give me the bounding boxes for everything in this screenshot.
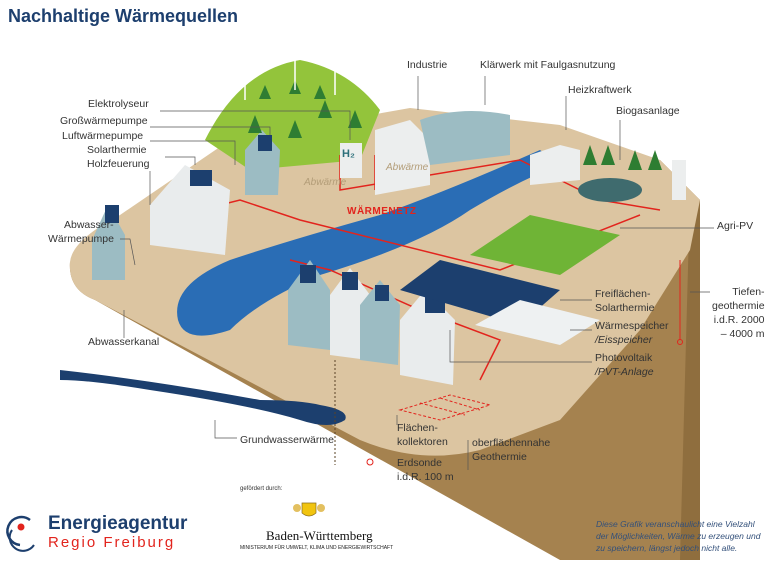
label-pv-1: Photovoltaik: [595, 352, 653, 364]
label-industrie: Industrie: [407, 59, 448, 71]
label-erdsonde-2: i.d.R. 100 m: [397, 471, 454, 483]
river: [177, 150, 560, 336]
label-abwasser-wp-2: Wärmepumpe: [48, 233, 114, 245]
ministerium-text: MINISTERIUM FÜR UMWELT, KLIMA UND ENERGI…: [240, 545, 394, 551]
label-abwasserkanal: Abwasserkanal: [88, 336, 160, 348]
note-line-1: Diese Grafik veranschaulicht eine Vielza…: [596, 519, 755, 529]
collector-grid: [398, 394, 492, 421]
baden-wuerttemberg-logo: Baden-Württemberg: [266, 528, 373, 543]
page-title: Nachhaltige Wärmequellen: [8, 6, 239, 26]
hill: [205, 60, 380, 170]
label-oberfl-1: oberflächennahe: [472, 437, 551, 449]
label-photovoltaik: Photovoltaik /PVT-Anlage: [595, 351, 654, 379]
groundwater: [60, 370, 346, 425]
label-grundwasserwaerme: Grundwasserwärme: [240, 434, 334, 446]
label-erdsonde-1: Erdsonde: [397, 457, 442, 469]
label-speicher-2: /Eisspeicher: [595, 334, 653, 346]
label-heizkraftwerk: Heizkraftwerk: [568, 84, 632, 96]
label-freiflaechen-2: Solarthermie: [595, 302, 655, 314]
bw-coat-of-arms: [293, 502, 325, 517]
disclaimer-note: Diese Grafik veranschaulicht eine Vielza…: [596, 518, 760, 554]
label-holzfeuerung: Holzfeuerung: [87, 158, 150, 170]
earth-side: [680, 195, 700, 560]
leader-lines: [120, 76, 714, 470]
agri-pv-field: [470, 215, 620, 275]
label-abwaerme-industrie: Abwärme: [386, 162, 429, 173]
thermal-storage: [475, 300, 600, 345]
label-oberflaechennahe-geothermie: oberflächennahe Geothermie: [472, 436, 550, 464]
trees: [248, 80, 662, 170]
label-biogasanlage: Biogasanlage: [616, 105, 680, 117]
label-grosswaermepumpe: Großwärmepumpe: [60, 115, 148, 127]
label-flaechenkollektoren: Flächen- kollektoren: [397, 421, 448, 449]
industry: [340, 111, 686, 202]
label-tiefen-4: – 4000 m: [720, 328, 765, 340]
erdsonde-end: [366, 458, 374, 466]
label-flaechen-1: Flächen-: [397, 422, 438, 434]
h2-symbol: H₂: [342, 148, 355, 160]
label-abwasser-wp-1: Abwasser-: [64, 219, 114, 231]
logo-regio-freiburg: Regio Freiburg: [48, 534, 176, 551]
houses: [92, 130, 455, 385]
label-elektrolyseur: Elektrolyseur: [88, 98, 149, 110]
label-luftwaermepumpe: Luftwärmepumpe: [62, 130, 144, 142]
wind-turbines: [244, 50, 336, 100]
label-oberfl-2: Geothermie: [472, 451, 527, 463]
note-line-2: der Möglichkeiten, Wärme zu erzeugen und: [596, 531, 761, 541]
label-agri-pv: Agri-PV: [717, 220, 754, 232]
label-freiflaechen-solarthermie: Freiflächen- Solarthermie: [595, 287, 655, 315]
logo-energieagentur: Energieagentur: [48, 513, 188, 534]
gefoerdert-durch: gefördert durch:: [240, 486, 283, 492]
label-pv-2: /PVT-Anlage: [595, 366, 654, 378]
label-speicher-1: Wärmespeicher: [595, 320, 669, 332]
label-klaerwerk: Klärwerk mit Faulgasnutzung: [480, 59, 616, 71]
label-tiefen-2: geothermie: [712, 300, 765, 312]
label-tiefengeothermie: Tiefen- geothermie i.d.R. 2000 – 4000 m: [712, 285, 765, 341]
label-freiflaechen-1: Freiflächen-: [595, 288, 651, 300]
label-solarthermie: Solarthermie: [87, 144, 147, 156]
note-line-3: zu speichern, längst jedoch nicht alle.: [596, 543, 738, 553]
label-waermenetz: WÄRMENETZ: [347, 206, 417, 217]
label-tiefen-3: i.d.R. 2000: [713, 314, 765, 326]
label-erdsonde: Erdsonde i.d.R. 100 m: [397, 456, 454, 484]
label-abwaerme-elektrolyseur: Abwärme: [304, 177, 347, 188]
energieagentur-logo-mark: [6, 515, 35, 552]
label-waermespeicher: Wärmespeicher /Eisspeicher: [595, 319, 669, 347]
label-tiefen-1: Tiefen-: [732, 286, 765, 298]
label-flaechen-2: kollektoren: [397, 436, 448, 448]
